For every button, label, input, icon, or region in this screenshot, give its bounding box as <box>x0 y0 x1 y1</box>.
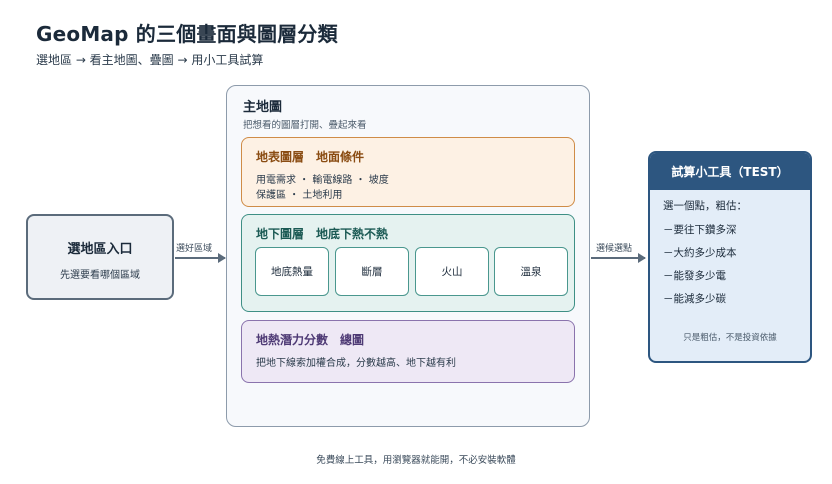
underground-layer-title: 地下圖層 地底下熱不熱 <box>256 227 389 241</box>
surface-layer-line-2: 保護區 ・ 土地利用 <box>256 190 343 201</box>
arrow-entry-to-map <box>175 253 226 263</box>
page-subtitle: 選地區 → 看主地圖、疊圖 → 用小工具試算 <box>36 53 264 67</box>
calculator-item: －能減多少碳 <box>663 293 726 305</box>
potential-layer-title: 地熱潛力分數 總圖 <box>256 333 365 347</box>
calculator-disclaimer: 只是粗估，不是投資依據 <box>683 333 777 343</box>
arrow-label-select-point: 選候選點 <box>596 244 633 254</box>
calculator-item: －大約多少成本 <box>663 247 737 259</box>
calculator-tool-title: 試算小工具（TEST） <box>650 153 810 190</box>
calculator-intro: 選一個點，粗估： <box>663 200 747 212</box>
region-entry-desc: 先選要看哪個區域 <box>60 270 140 281</box>
surface-layer-title: 地表圖層 地面條件 <box>256 150 365 164</box>
layer-chip-heat-flow[interactable]: 地底熱量 <box>255 247 329 296</box>
footer-note: 免費線上工具，用瀏覽器就能開，不必安裝軟體 <box>316 455 516 466</box>
underground-layer-group[interactable]: 地下圖層 地底下熱不熱 地底熱量 斷層 火山 溫泉 <box>241 214 575 312</box>
arrow-map-to-tool <box>591 253 646 263</box>
layer-chip-hot-springs[interactable]: 溫泉 <box>494 247 568 296</box>
calculator-tool-panel[interactable]: 試算小工具（TEST） 選一個點，粗估： －要往下鑽多深 －大約多少成本 －能發… <box>648 151 812 363</box>
calculator-item: －要往下鑽多深 <box>663 224 737 236</box>
main-map-panel: 主地圖 把想看的圖層打開、疊起來看 地表圖層 地面條件 用電需求 ・ 輸電線路 … <box>226 85 590 427</box>
region-entry-title: 選地區入口 <box>67 242 133 257</box>
main-map-title: 主地圖 <box>243 100 283 115</box>
potential-score-layer[interactable]: 地熱潛力分數 總圖 把地下線索加權合成，分數越高、地下越有利 <box>241 320 575 383</box>
layer-chip-faults[interactable]: 斷層 <box>335 247 409 296</box>
region-entry-box[interactable]: 選地區入口 先選要看哪個區域 <box>26 214 174 300</box>
page-title: GeoMap 的三個畫面與圖層分類 <box>36 22 338 46</box>
main-map-desc: 把想看的圖層打開、疊起來看 <box>243 120 367 131</box>
layer-chip-volcanoes[interactable]: 火山 <box>415 247 489 296</box>
surface-layer-group[interactable]: 地表圖層 地面條件 用電需求 ・ 輸電線路 ・ 坡度 保護區 ・ 土地利用 <box>241 137 575 207</box>
arrow-label-select-region: 選好區域 <box>176 244 213 254</box>
potential-layer-desc: 把地下線索加權合成，分數越高、地下越有利 <box>256 358 456 369</box>
surface-layer-line-1: 用電需求 ・ 輸電線路 ・ 坡度 <box>256 175 389 186</box>
calculator-item: －能發多少電 <box>663 270 726 282</box>
